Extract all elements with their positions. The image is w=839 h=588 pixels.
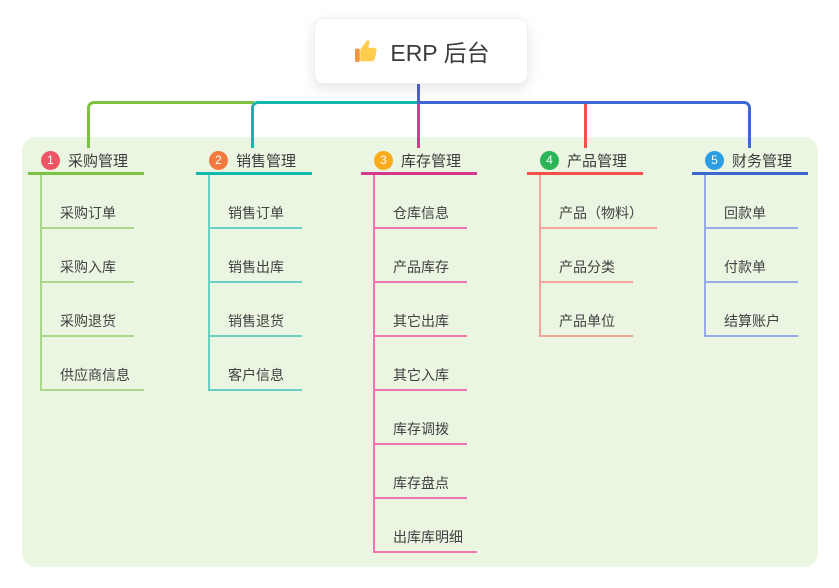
child-topic[interactable]: 产品单位 xyxy=(541,283,633,337)
priority-badge: 5 xyxy=(705,150,724,170)
branch-column: 1 采购管理 采购订单 采购入库 采购退货 供应商信息 xyxy=(28,148,144,391)
child-topic-label: 结算账户 xyxy=(724,313,780,329)
branch-topic-label: 财务管理 xyxy=(732,152,793,170)
child-topic[interactable]: 出库库明细 xyxy=(375,499,477,553)
child-topic-label: 采购订单 xyxy=(60,205,116,221)
child-topic-label: 产品单位 xyxy=(559,313,615,329)
child-topic-label: 产品库存 xyxy=(393,259,449,275)
priority-badge: 2 xyxy=(209,150,228,170)
child-topic[interactable]: 客户信息 xyxy=(210,337,302,391)
branch-children: 回款单 付款单 结算账户 xyxy=(704,175,808,337)
child-topic-label: 产品分类 xyxy=(559,259,615,275)
child-topic[interactable]: 采购退货 xyxy=(42,283,134,337)
child-topic-label: 销售出库 xyxy=(228,259,284,275)
child-topic[interactable]: 采购订单 xyxy=(42,175,134,229)
child-topic[interactable]: 仓库信息 xyxy=(375,175,467,229)
child-topic[interactable]: 采购入库 xyxy=(42,229,134,283)
child-topic-label: 回款单 xyxy=(724,205,766,221)
child-topic[interactable]: 销售订单 xyxy=(210,175,302,229)
branch-topic-label: 库存管理 xyxy=(401,152,462,170)
branch-topic[interactable]: 4 产品管理 xyxy=(527,148,643,175)
child-topic-label: 供应商信息 xyxy=(60,367,130,383)
child-topic-label: 出库库明细 xyxy=(393,529,463,545)
child-topic-label: 其它出库 xyxy=(393,313,449,329)
connector-branch-5 xyxy=(419,101,751,148)
branch-topic[interactable]: 5 财务管理 xyxy=(692,148,808,175)
branch-children: 销售订单 销售出库 销售退货 客户信息 xyxy=(208,175,312,391)
child-topic-label: 采购入库 xyxy=(60,259,116,275)
priority-badge: 3 xyxy=(374,150,393,170)
thumbs-up-icon xyxy=(352,38,379,65)
child-topic[interactable]: 销售退货 xyxy=(210,283,302,337)
child-topic[interactable]: 其它出库 xyxy=(375,283,467,337)
child-topic-label: 其它入库 xyxy=(393,367,449,383)
child-topic-label: 销售订单 xyxy=(228,205,284,221)
branches-panel xyxy=(22,137,818,567)
child-topic[interactable]: 库存调拨 xyxy=(375,391,467,445)
priority-badge: 1 xyxy=(41,150,60,170)
branch-topic-label: 采购管理 xyxy=(68,152,129,170)
connector-branch-4 xyxy=(584,104,587,148)
child-topic[interactable]: 付款单 xyxy=(706,229,798,283)
child-topic-label: 客户信息 xyxy=(228,367,284,383)
branch-topic[interactable]: 3 库存管理 xyxy=(361,148,477,175)
branch-column: 2 销售管理 销售订单 销售出库 销售退货 客户信息 xyxy=(196,148,312,391)
connector-root xyxy=(417,84,420,104)
connector-branch-1 xyxy=(87,101,254,148)
branch-column: 5 财务管理 回款单 付款单 结算账户 xyxy=(692,148,808,337)
child-topic[interactable]: 其它入库 xyxy=(375,337,467,391)
child-topic[interactable]: 供应商信息 xyxy=(42,337,144,391)
child-topic-label: 采购退货 xyxy=(60,313,116,329)
branch-topic-label: 产品管理 xyxy=(567,152,628,170)
branch-children: 产品（物料） 产品分类 产品单位 xyxy=(539,175,657,337)
child-topic-label: 库存调拨 xyxy=(393,421,449,437)
branch-topic-label: 销售管理 xyxy=(236,152,297,170)
child-topic-label: 付款单 xyxy=(724,259,766,275)
child-topic[interactable]: 回款单 xyxy=(706,175,798,229)
child-topic[interactable]: 库存盘点 xyxy=(375,445,467,499)
child-topic[interactable]: 结算账户 xyxy=(706,283,798,337)
branch-children: 仓库信息 产品库存 其它出库 其它入库 库存调拨 库存盘点 出库库明细 xyxy=(373,175,477,553)
priority-badge: 4 xyxy=(540,150,559,170)
branch-children: 采购订单 采购入库 采购退货 供应商信息 xyxy=(40,175,144,391)
branch-column: 4 产品管理 产品（物料） 产品分类 产品单位 xyxy=(527,148,657,337)
root-topic[interactable]: ERP 后台 xyxy=(314,18,528,84)
child-topic[interactable]: 销售出库 xyxy=(210,229,302,283)
connector-branch-3 xyxy=(417,104,420,148)
branch-topic[interactable]: 2 销售管理 xyxy=(196,148,312,175)
child-topic-label: 产品（物料） xyxy=(559,205,643,221)
root-topic-label: ERP 后台 xyxy=(390,40,490,66)
child-topic[interactable]: 产品（物料） xyxy=(541,175,657,229)
child-topic-label: 仓库信息 xyxy=(393,205,449,221)
child-topic-label: 销售退货 xyxy=(228,313,284,329)
child-topic[interactable]: 产品库存 xyxy=(375,229,467,283)
branch-topic[interactable]: 1 采购管理 xyxy=(28,148,144,175)
connector-branch-2 xyxy=(251,101,419,148)
branch-column: 3 库存管理 仓库信息 产品库存 其它出库 其它入库 库存调拨 库存盘点 出库库… xyxy=(361,148,477,553)
child-topic[interactable]: 产品分类 xyxy=(541,229,633,283)
child-topic-label: 库存盘点 xyxy=(393,475,449,491)
